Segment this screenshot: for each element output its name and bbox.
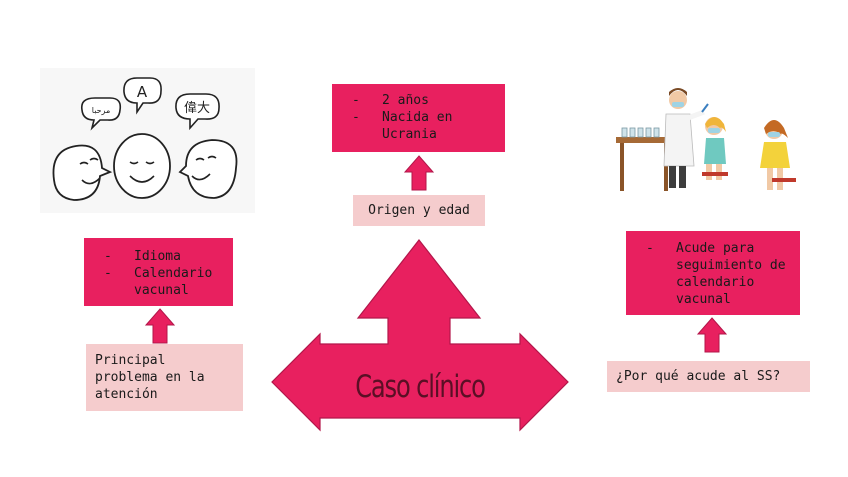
- left-info-box: Idioma Calendario vacunal: [84, 238, 233, 306]
- central-three-way-arrow: [271, 239, 569, 432]
- right-info-item: Acude para seguimiento de calendario vac…: [626, 240, 794, 308]
- top-info-list: 2 años Nacida en Ucrania: [332, 92, 499, 143]
- top-info-item: Nacida en Ucrania: [332, 109, 499, 143]
- up-arrow-icon: [697, 317, 727, 353]
- top-question-text: Origen y edad: [368, 203, 470, 218]
- left-question-box: Principal problema en la atención: [86, 344, 243, 411]
- top-info-box: 2 años Nacida en Ucrania: [332, 84, 505, 152]
- left-info-item: Idioma: [84, 248, 227, 265]
- left-info-item: Calendario vacunal: [84, 265, 227, 299]
- left-question-text: Principal problema en la atención: [95, 353, 205, 402]
- latin-bubble-text: A: [137, 83, 148, 101]
- right-question-box: ¿Por qué acude al SS?: [607, 361, 810, 392]
- top-info-item: 2 años: [332, 92, 499, 109]
- right-info-list: Acude para seguimiento de calendario vac…: [626, 240, 794, 308]
- left-info-list: Idioma Calendario vacunal: [84, 248, 227, 299]
- up-arrow-icon: [145, 308, 175, 344]
- talking-faces-illustration: مرحبا A 偉大: [40, 68, 255, 213]
- right-info-box: Acude para seguimiento de calendario vac…: [626, 231, 800, 315]
- right-question-text: ¿Por qué acude al SS?: [616, 369, 781, 384]
- up-arrow-icon: [404, 155, 434, 191]
- top-question-box: Origen y edad: [353, 195, 485, 226]
- chinese-bubble-text: 偉大: [184, 101, 210, 116]
- center-label: Caso clínico: [355, 369, 486, 405]
- vaccination-illustration: [616, 88, 796, 191]
- arabic-bubble-text: مرحبا: [92, 106, 111, 115]
